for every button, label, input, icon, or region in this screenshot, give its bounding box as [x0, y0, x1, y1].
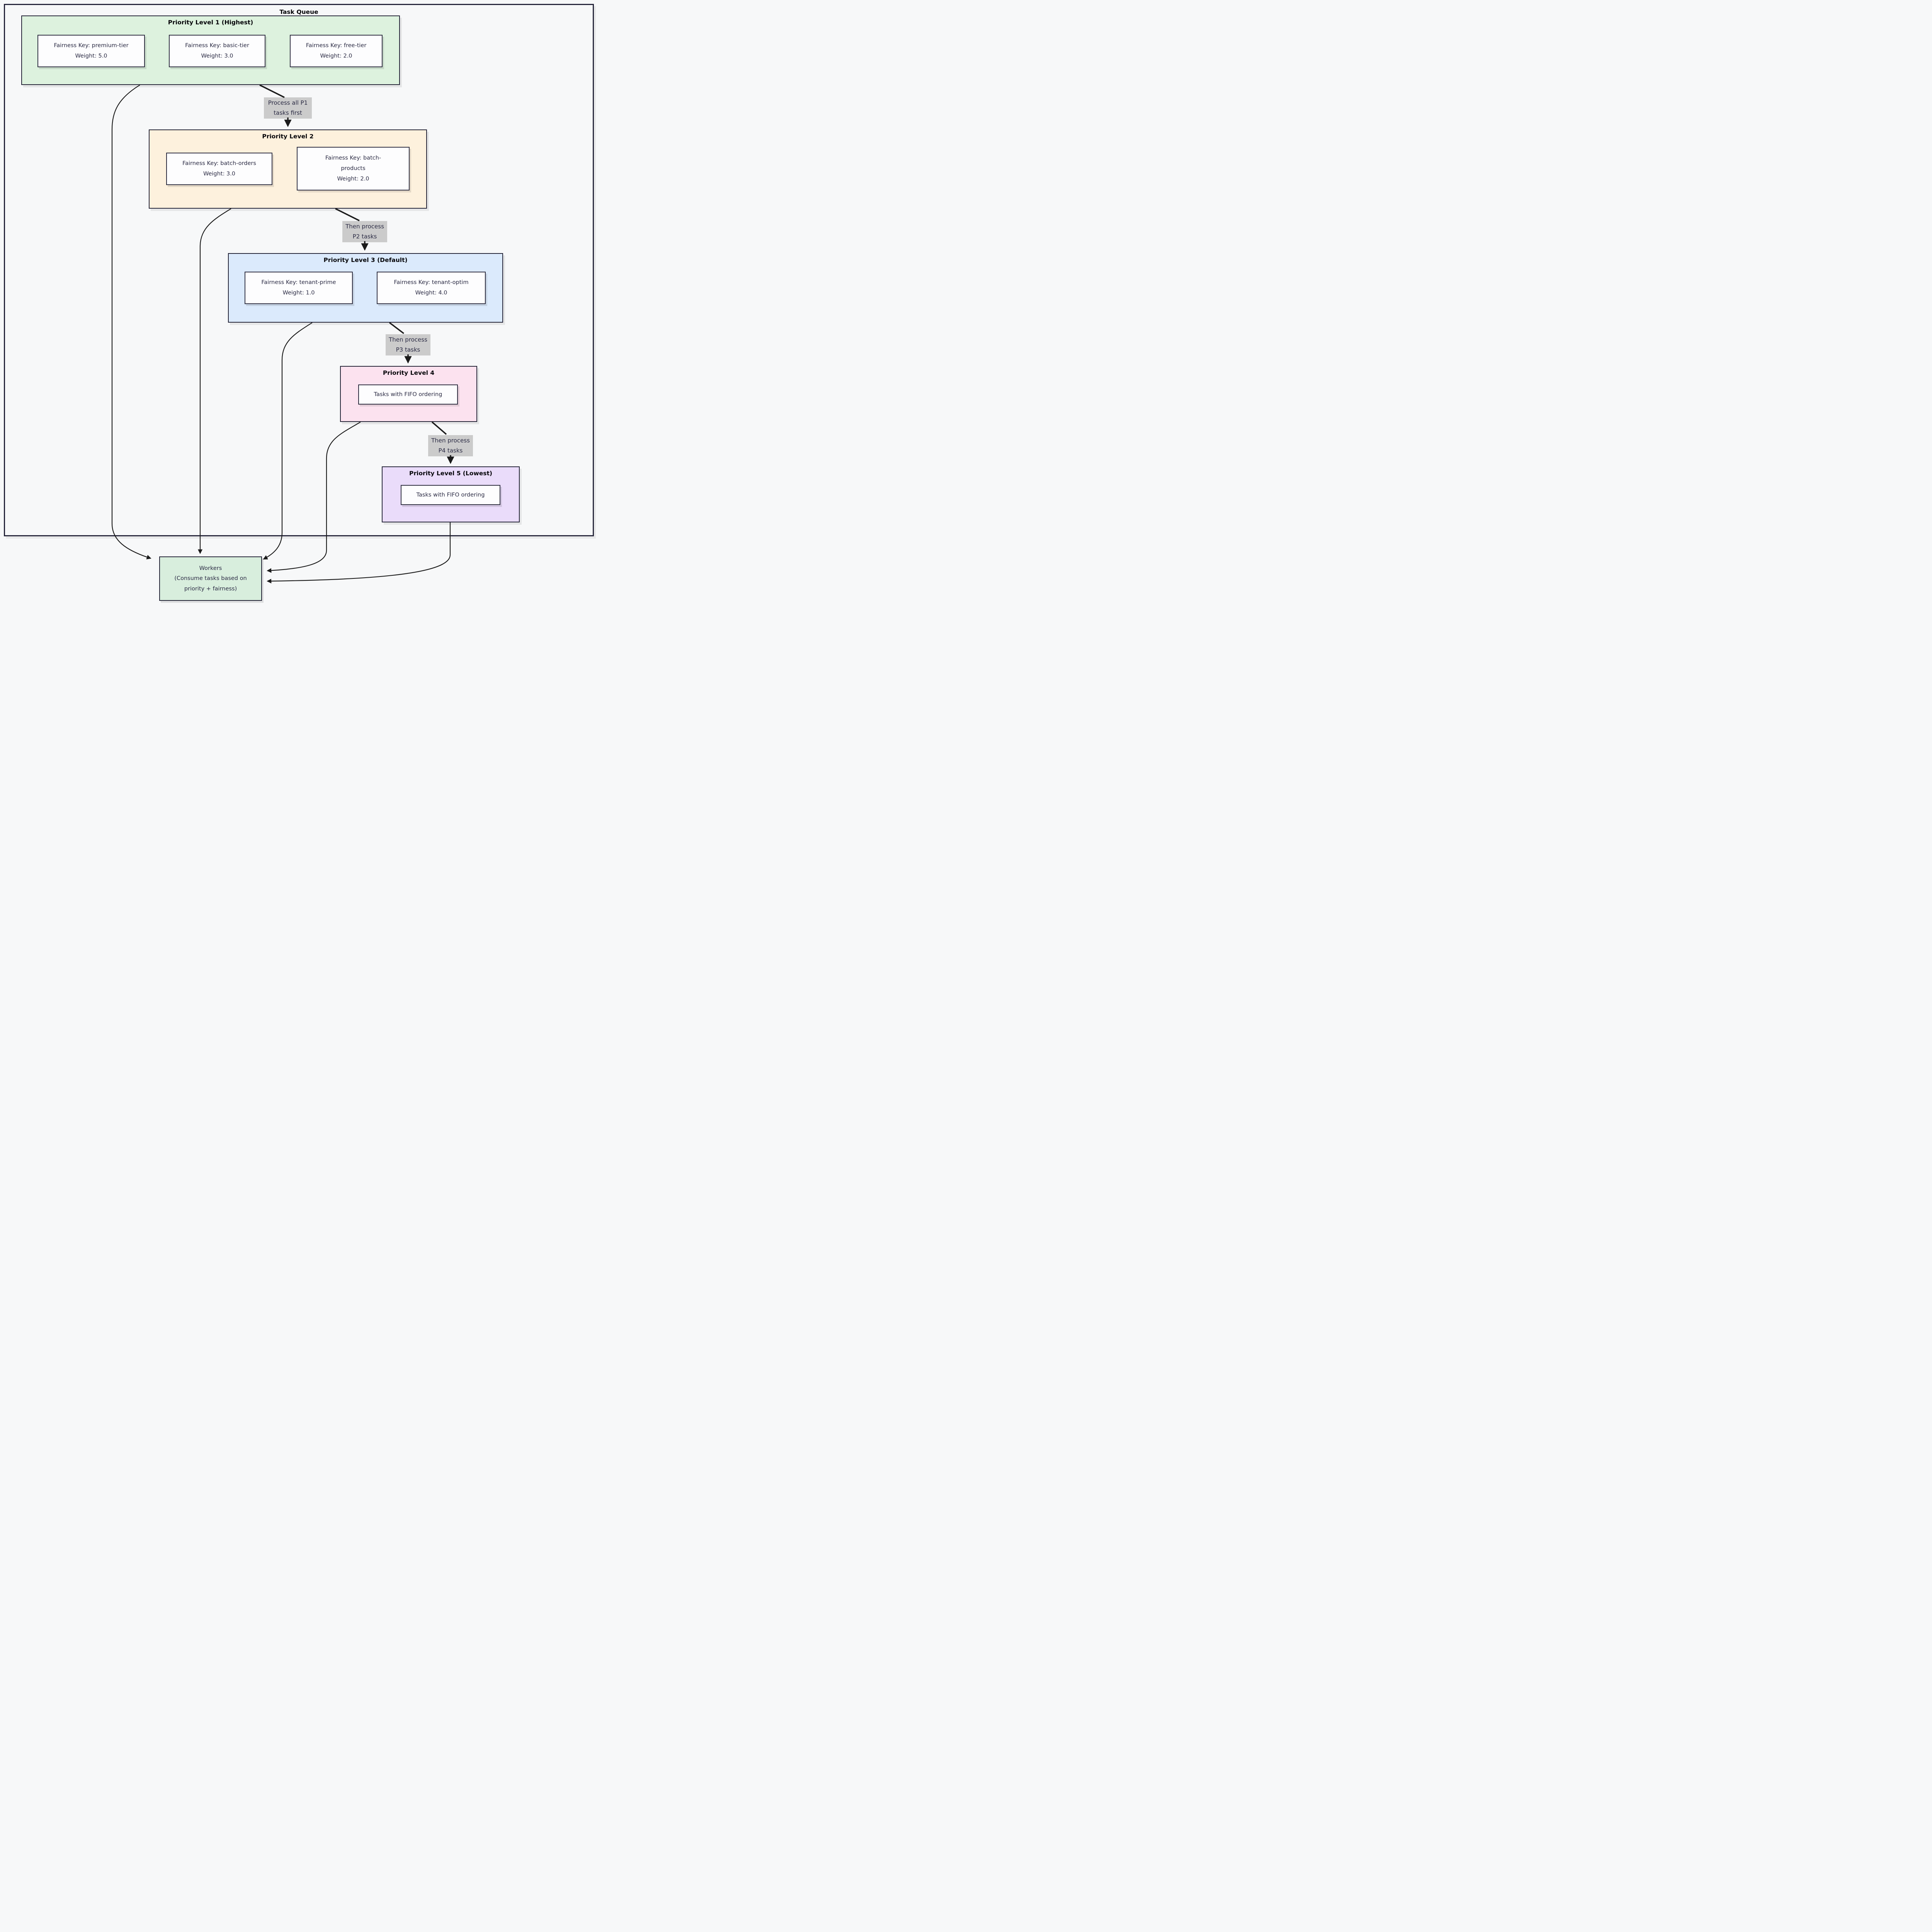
node-basic-tier-line2: Weight: 3.0: [201, 53, 233, 59]
node-premium-tier-line1: Fairness Key: premium-tier: [54, 43, 129, 49]
node-tenant-optim-line2: Weight: 4.0: [415, 290, 447, 296]
node-tenant-optim: Fairness Key: tenant-optim Weight: 4.0: [377, 272, 486, 304]
subgraph-title-p3: Priority Level 3 (Default): [323, 257, 408, 264]
node-fifo-p5: Tasks with FIFO ordering: [401, 485, 500, 505]
node-workers-line2: (Consume tasks based on: [174, 575, 247, 582]
edge-label-p3-p4: Then process P3 tasks: [386, 334, 430, 355]
edge-label-p1-p2: Process all P1 tasks first: [264, 97, 312, 119]
node-fifo-p4: Tasks with FIFO ordering: [358, 384, 458, 405]
node-tenant-prime: Fairness Key: tenant-prime Weight: 1.0: [245, 272, 353, 304]
node-batch-orders-line2: Weight: 3.0: [203, 171, 236, 177]
node-fifo-p5-line1: Tasks with FIFO ordering: [416, 492, 485, 498]
node-batch-products-line3: Weight: 2.0: [337, 175, 369, 182]
node-batch-orders-line1: Fairness Key: batch-orders: [182, 160, 256, 167]
node-tenant-optim-line1: Fairness Key: tenant-optim: [394, 279, 469, 286]
edge-label-p4-p5: Then process P4 tasks: [428, 435, 473, 456]
node-tenant-prime-line2: Weight: 1.0: [282, 290, 315, 296]
subgraph-title-p4: Priority Level 4: [383, 369, 435, 376]
node-free-tier: Fairness Key: free-tier Weight: 2.0: [290, 35, 383, 67]
diagram-canvas: Task Queue Priority Level 1 (Highest) Fa…: [0, 0, 596, 603]
node-tenant-prime-line1: Fairness Key: tenant-prime: [261, 279, 336, 286]
node-free-tier-line2: Weight: 2.0: [320, 53, 352, 59]
task-queue-title: Task Queue: [279, 9, 318, 15]
node-fifo-p4-line1: Tasks with FIFO ordering: [374, 391, 442, 398]
node-batch-products-line1: Fairness Key: batch-: [325, 155, 381, 162]
node-workers: Workers (Consume tasks based on priority…: [159, 556, 262, 601]
node-workers-line3: priority + fairness): [184, 585, 237, 592]
subgraph-title-p5: Priority Level 5 (Lowest): [409, 470, 492, 477]
node-basic-tier: Fairness Key: basic-tier Weight: 3.0: [169, 35, 265, 67]
edge-label-p2-p3: Then process P2 tasks: [342, 221, 387, 242]
node-batch-products: Fairness Key: batch- products Weight: 2.…: [297, 147, 410, 190]
subgraph-title-p1: Priority Level 1 (Highest): [168, 19, 253, 26]
node-batch-products-line2: products: [341, 165, 366, 172]
node-premium-tier: Fairness Key: premium-tier Weight: 5.0: [37, 35, 145, 67]
node-premium-tier-line2: Weight: 5.0: [75, 53, 107, 59]
node-batch-orders: Fairness Key: batch-orders Weight: 3.0: [166, 153, 272, 185]
node-free-tier-line1: Fairness Key: free-tier: [306, 43, 367, 49]
node-basic-tier-line1: Fairness Key: basic-tier: [185, 43, 249, 49]
node-workers-line1: Workers: [199, 565, 222, 572]
subgraph-title-p2: Priority Level 2: [262, 133, 314, 140]
